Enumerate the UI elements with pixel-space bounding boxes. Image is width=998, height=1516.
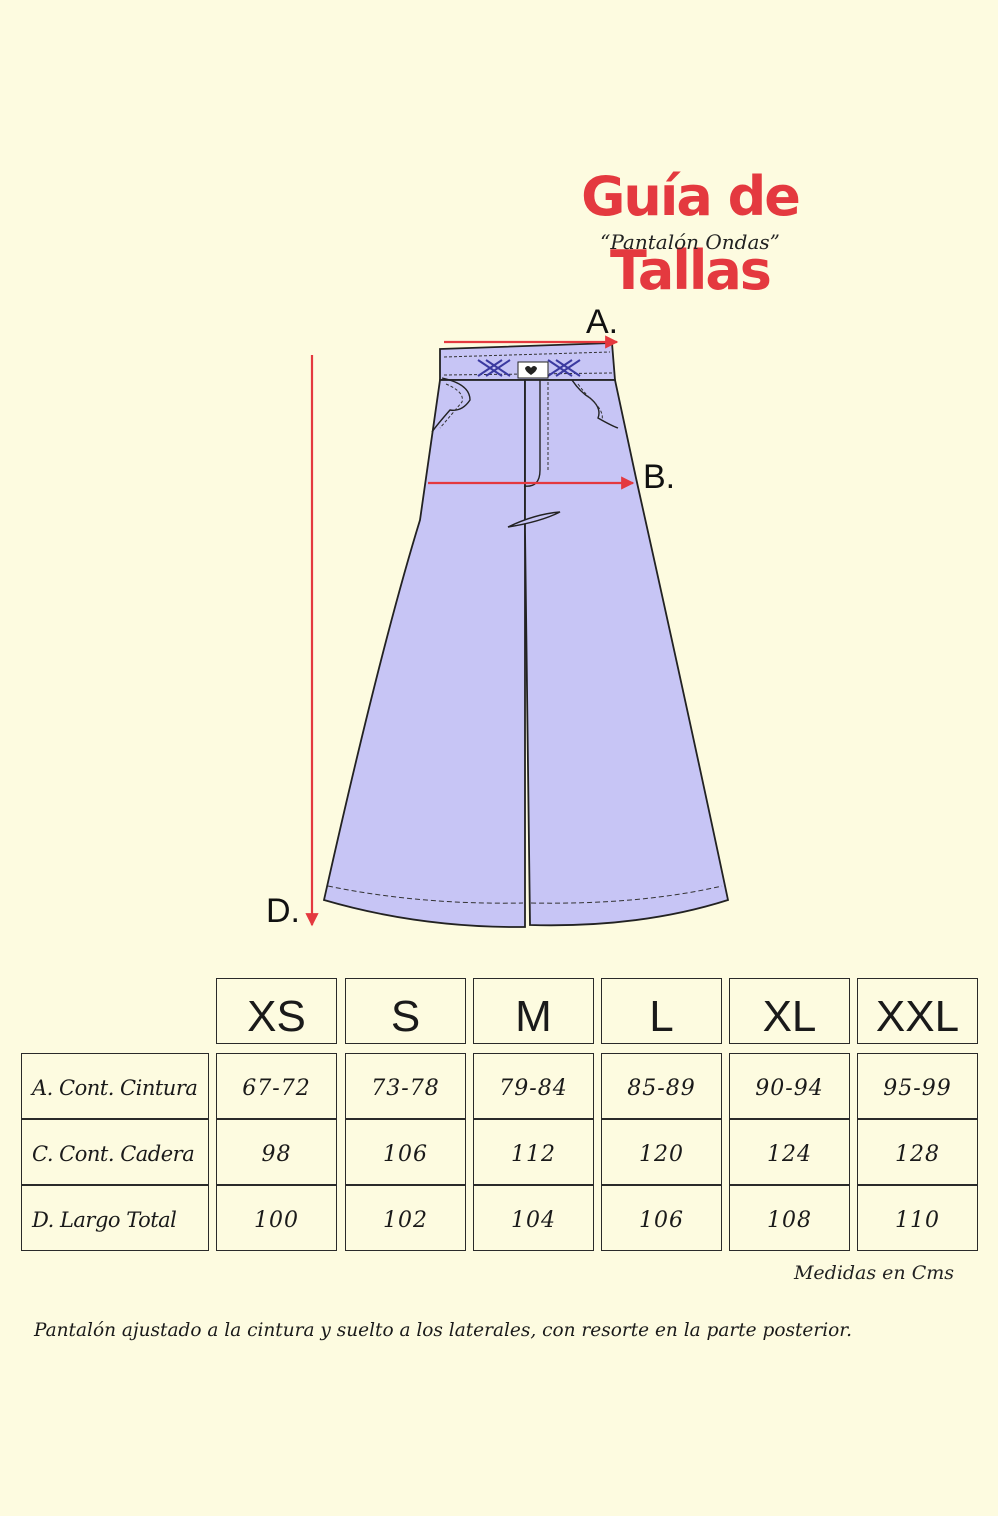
row-label: C. Cont. Cadera: [21, 1119, 209, 1185]
row-label: D. Largo Total: [21, 1185, 209, 1251]
table-cell: 128: [857, 1119, 978, 1185]
table-cell: 104: [473, 1185, 594, 1251]
table-cell: 85-89: [601, 1053, 722, 1119]
table-cell: 106: [601, 1185, 722, 1251]
right-pocket: [571, 379, 619, 429]
wide-leg-pants-icon: [322, 342, 730, 928]
label-d: D.: [266, 892, 300, 930]
units-note: Medidas en Cms: [793, 1262, 954, 1284]
table-cell: 120: [601, 1119, 722, 1185]
table-cell: 95-99: [857, 1053, 978, 1119]
size-header-l: L: [601, 978, 722, 1044]
table-cell: 90-94: [729, 1053, 850, 1119]
left-leg: [322, 379, 526, 928]
right-leg: [524, 379, 730, 927]
table-cell: 102: [345, 1185, 466, 1251]
pants-diagram: [305, 335, 730, 928]
left-pocket: [431, 377, 471, 433]
size-header-xxl: XXL: [857, 978, 978, 1044]
table-cell: 98: [216, 1119, 337, 1185]
table-cell: 100: [216, 1185, 337, 1251]
table-cell: 106: [345, 1119, 466, 1185]
table-cell: 67-72: [216, 1053, 337, 1119]
page-subtitle: “Pantalón Ondas”: [600, 230, 780, 254]
table-cell: 112: [473, 1119, 594, 1185]
label-a: A.: [586, 303, 619, 341]
size-header-m: M: [473, 978, 594, 1044]
row-label: A. Cont. Cintura: [21, 1053, 209, 1119]
table-cell: 108: [729, 1185, 850, 1251]
footer-note: Pantalón ajustado a la cintura y suelto …: [34, 1320, 852, 1341]
table-cell: 110: [857, 1185, 978, 1251]
size-header-xs: XS: [216, 978, 337, 1044]
table-cell: 73-78: [345, 1053, 466, 1119]
page-title: Guía de Tallas: [581, 165, 801, 302]
label-b: B.: [643, 458, 676, 496]
size-header-s: S: [345, 978, 466, 1044]
table-cell: 79-84: [473, 1053, 594, 1119]
table-cell: 124: [729, 1119, 850, 1185]
size-header-xl: XL: [729, 978, 850, 1044]
